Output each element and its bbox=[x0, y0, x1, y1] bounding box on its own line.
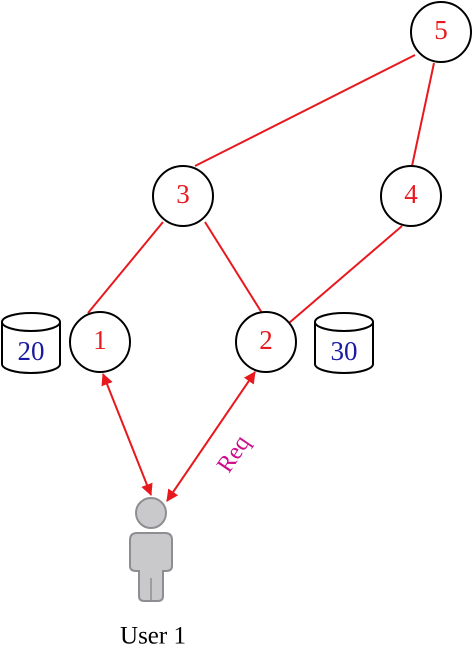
link-user-node-2 bbox=[166, 371, 256, 502]
database-left-label: 20 bbox=[18, 336, 45, 366]
node-3[interactable]: 3 bbox=[152, 165, 214, 227]
link-user-node-1 bbox=[101, 373, 153, 496]
node-5[interactable]: 5 bbox=[410, 1, 472, 63]
database-icon-left: 20 bbox=[0, 312, 61, 374]
node-2[interactable]: 2 bbox=[235, 311, 297, 373]
edge-4-2 bbox=[288, 225, 403, 324]
tree-edges bbox=[87, 54, 435, 324]
node-4[interactable]: 4 bbox=[380, 165, 442, 227]
node-5-label: 5 bbox=[434, 15, 448, 45]
edge-5-4 bbox=[411, 62, 435, 167]
request-label: Req bbox=[212, 431, 255, 478]
database-icon-right: 30 bbox=[314, 312, 374, 374]
node-4-label: 4 bbox=[404, 179, 418, 209]
person-icon[interactable] bbox=[129, 497, 173, 602]
edge-3-2 bbox=[204, 221, 263, 314]
node-2-label: 2 bbox=[259, 325, 273, 355]
user-label: User 1 bbox=[120, 623, 186, 650]
user-links: Req bbox=[101, 371, 256, 502]
edge-5-3 bbox=[194, 54, 416, 167]
database-right-label: 30 bbox=[331, 336, 358, 366]
node-1[interactable]: 1 bbox=[69, 311, 131, 373]
node-1-label: 1 bbox=[93, 325, 107, 355]
edge-3-1 bbox=[87, 221, 164, 314]
node-3-label: 3 bbox=[176, 179, 190, 209]
